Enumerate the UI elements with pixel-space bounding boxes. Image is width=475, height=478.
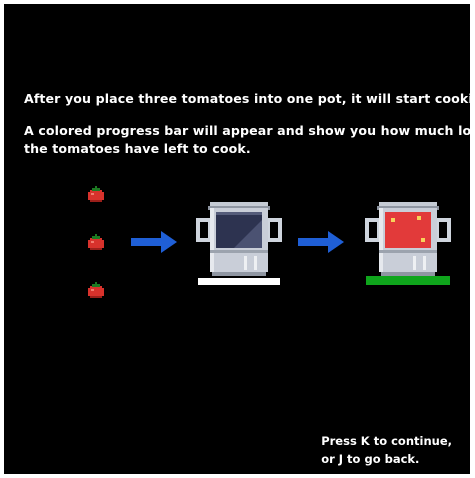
cooking-pot-icon (365, 200, 451, 284)
instruction-line-2: A colored progress bar will appear and s… (24, 122, 470, 140)
arrow-right-icon (298, 231, 344, 253)
back-hint: or J to go back. (321, 450, 452, 468)
tomato-icon (86, 186, 106, 204)
continue-hint: Press K to continue, (321, 432, 452, 450)
navigation-hint: Press K to continue, or J to go back. (321, 432, 452, 468)
instruction-paragraph-2: A colored progress bar will appear and s… (24, 122, 470, 158)
tomato-icon (86, 282, 106, 300)
game-screen: After you place three tomatoes into one … (4, 4, 470, 474)
instruction-line-1: After you place three tomatoes into one … (24, 90, 470, 108)
progress-bar-cooking (366, 276, 450, 285)
tomato-icon (86, 234, 106, 252)
arrow-right-icon (131, 231, 177, 253)
progress-bar-empty (198, 278, 280, 285)
instruction-line-3: the tomatoes have left to cook. (24, 140, 470, 158)
empty-pot-icon (196, 200, 282, 284)
